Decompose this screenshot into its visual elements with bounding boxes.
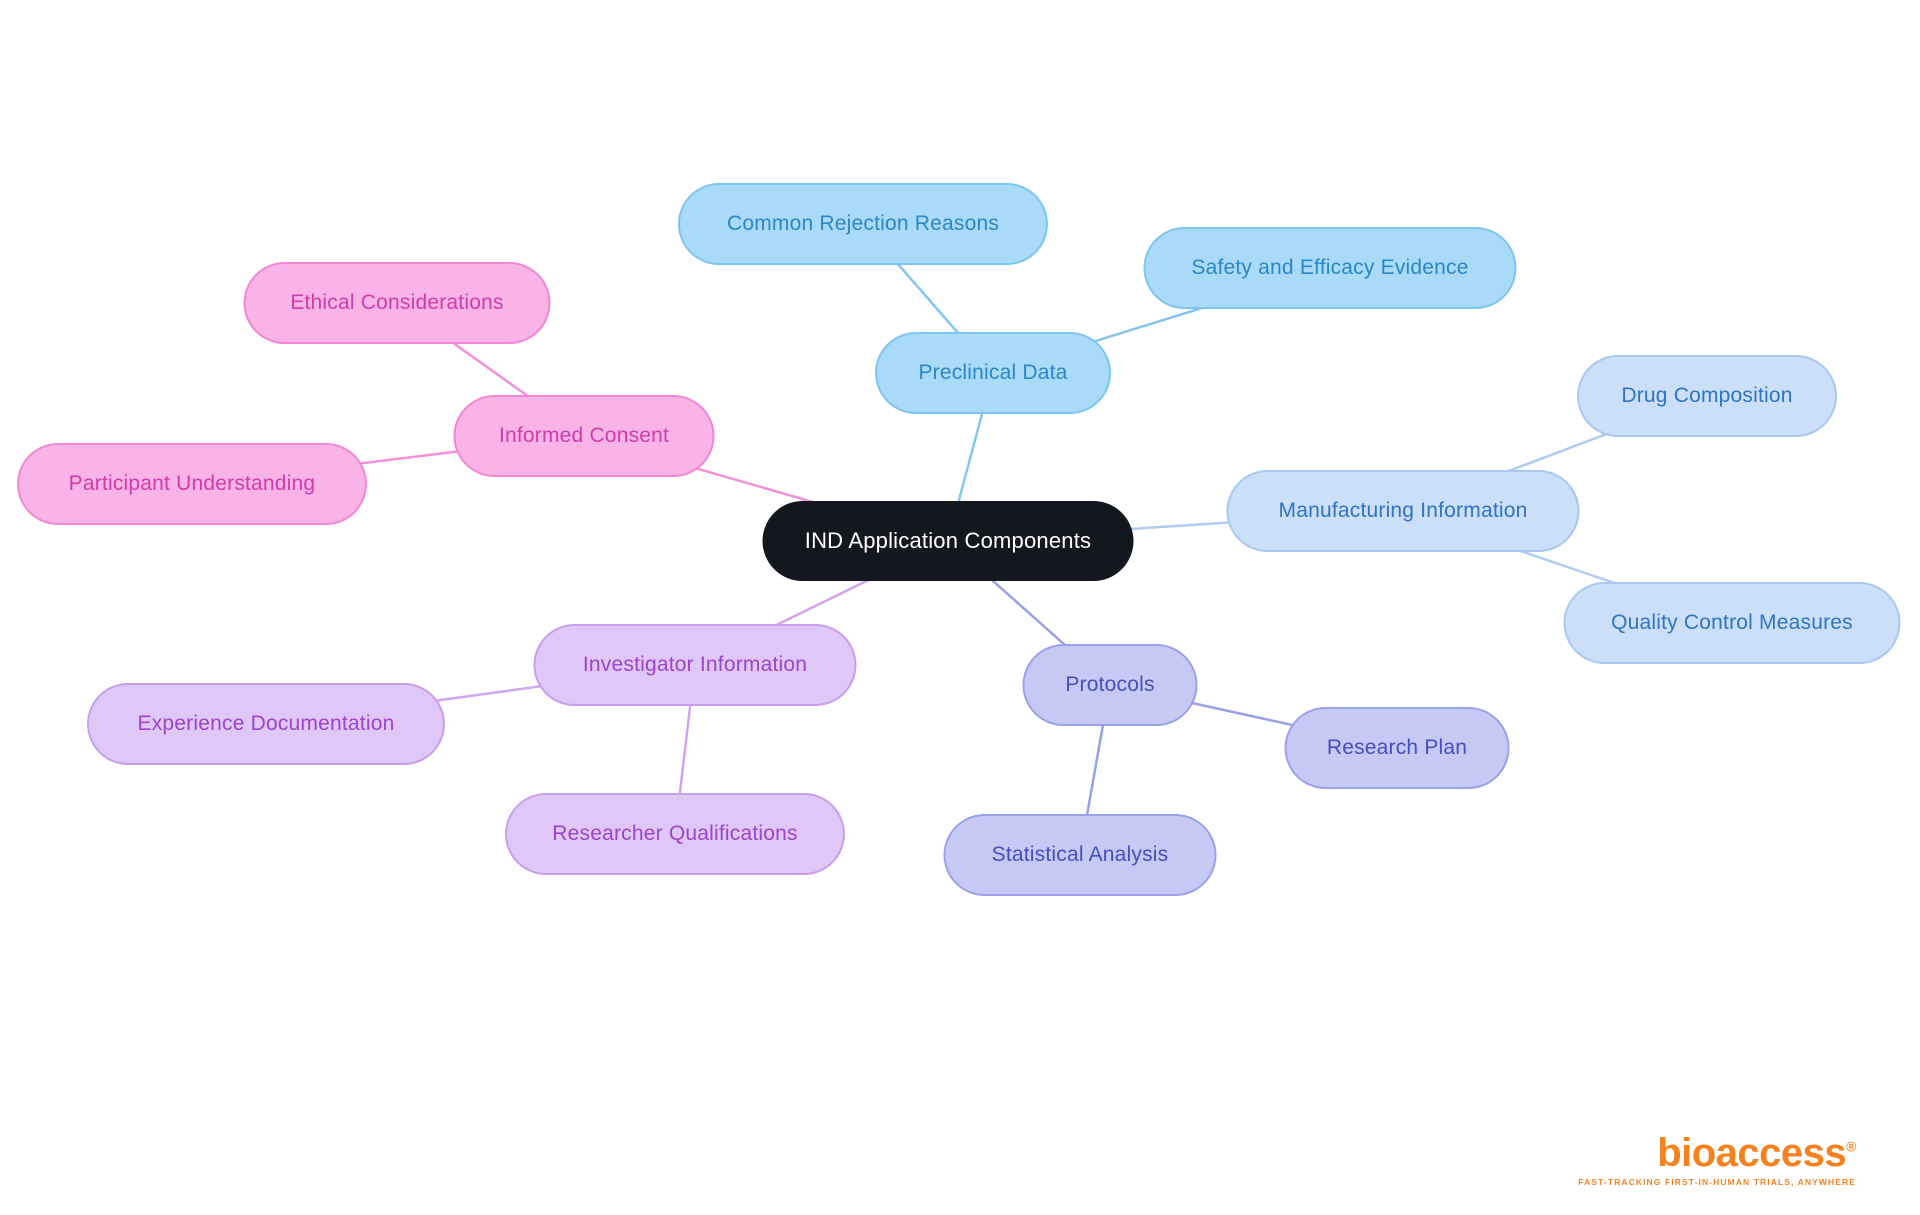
node-drug-composition: Drug Composition bbox=[1577, 355, 1837, 437]
node-quality-control-measures: Quality Control Measures bbox=[1563, 582, 1901, 664]
node-preclinical-data: Preclinical Data bbox=[875, 332, 1111, 414]
node-common-rejection-reasons: Common Rejection Reasons bbox=[678, 183, 1048, 265]
node-research-plan: Research Plan bbox=[1284, 707, 1510, 789]
node-investigator-information: Investigator Information bbox=[533, 624, 857, 706]
node-informed-consent: Informed Consent bbox=[453, 395, 715, 477]
node-ind-application-components: IND Application Components bbox=[762, 501, 1134, 581]
bioaccess-logo-wordmark: bioaccess® bbox=[1578, 1133, 1856, 1173]
node-statistical-analysis: Statistical Analysis bbox=[943, 814, 1217, 896]
node-protocols: Protocols bbox=[1022, 644, 1198, 726]
node-manufacturing-information: Manufacturing Information bbox=[1226, 470, 1580, 552]
node-experience-documentation: Experience Documentation bbox=[87, 683, 445, 765]
node-ethical-considerations: Ethical Considerations bbox=[243, 262, 551, 344]
registered-trademark-icon: ® bbox=[1846, 1138, 1856, 1155]
bioaccess-logo-text: bioaccess bbox=[1657, 1131, 1847, 1175]
bioaccess-logo: bioaccess® FAST-TRACKING FIRST-IN-HUMAN … bbox=[1578, 1133, 1856, 1187]
node-safety-and-efficacy-evidence: Safety and Efficacy Evidence bbox=[1143, 227, 1517, 309]
node-participant-understanding: Participant Understanding bbox=[17, 443, 367, 525]
bioaccess-logo-tagline: FAST-TRACKING FIRST-IN-HUMAN TRIALS, ANY… bbox=[1578, 1177, 1856, 1187]
node-researcher-qualifications: Researcher Qualifications bbox=[505, 793, 845, 875]
